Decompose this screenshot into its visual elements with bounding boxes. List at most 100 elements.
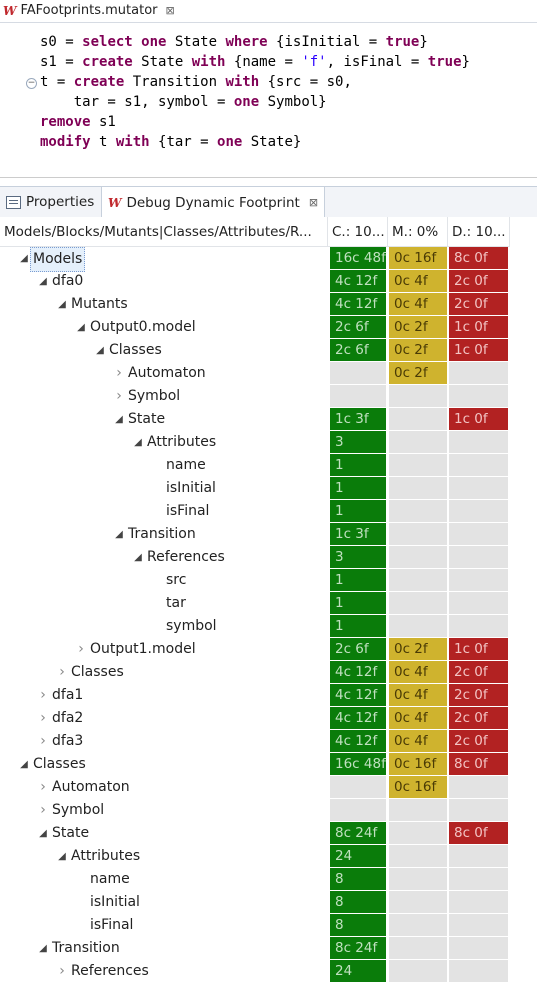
collapse-arrow-icon[interactable]: ◢ — [39, 276, 47, 287]
tab-debug-dynamic-footprint[interactable]: W Debug Dynamic Footprint ⊠ — [101, 187, 326, 218]
collapse-arrow-icon[interactable]: ◢ — [77, 322, 85, 333]
code-editor[interactable]: s0 = select one State where {isInitial =… — [0, 24, 537, 177]
expand-arrow-icon[interactable]: › — [78, 641, 84, 657]
metric-cell-m — [389, 914, 447, 936]
code-text: State} — [242, 134, 302, 150]
metric-cell-c: 8c 24f — [330, 822, 386, 844]
collapse-arrow-icon[interactable]: ◢ — [39, 828, 47, 839]
tree-item-label: dfa3 — [52, 733, 84, 749]
code-keyword: with — [225, 74, 260, 90]
tree-item-label: Models — [30, 247, 86, 272]
metric-cell-d — [449, 937, 508, 959]
code-keyword: where — [225, 34, 268, 50]
collapse-arrow-icon[interactable]: ◢ — [134, 437, 142, 448]
metric-cell-d — [449, 477, 508, 499]
expand-arrow-icon[interactable]: › — [40, 733, 46, 749]
collapse-arrow-icon[interactable]: ◢ — [134, 552, 142, 563]
close-icon[interactable]: ⊠ — [308, 196, 319, 209]
collapse-arrow-icon[interactable]: ◢ — [96, 345, 104, 356]
metric-cell-d: 2c 0f — [449, 270, 508, 292]
tree-item-label: dfa1 — [52, 687, 84, 703]
close-icon[interactable]: ⊠ — [165, 4, 175, 17]
metric-cell-c — [330, 776, 386, 798]
tree-item-label: Classes — [109, 342, 162, 358]
code-keyword: modify — [40, 134, 91, 150]
collapse-arrow-icon[interactable]: ◢ — [20, 253, 28, 264]
expand-arrow-icon[interactable]: › — [59, 664, 65, 680]
code-text: {name = — [225, 54, 302, 70]
column-header-name[interactable]: Models/Blocks/Mutants|Classes/Attributes… — [0, 217, 328, 247]
expand-arrow-icon[interactable]: › — [40, 710, 46, 726]
tree-item-label: Classes — [33, 756, 86, 772]
code-text: , isFinal = — [326, 54, 428, 70]
metric-cell-d — [449, 431, 508, 453]
metric-cell-m — [389, 615, 447, 637]
editor-tab[interactable]: W FAFootprints.mutator ⊠ — [0, 0, 537, 23]
metric-cell-m: 0c 2f — [389, 362, 447, 384]
collapse-arrow-icon[interactable]: ◢ — [58, 851, 66, 862]
column-header-m[interactable]: M.: 0% — [388, 217, 448, 247]
tree-item-label: Mutants — [71, 296, 128, 312]
expand-arrow-icon[interactable]: › — [116, 365, 122, 381]
collapse-arrow-icon[interactable]: ◢ — [39, 943, 47, 954]
collapse-arrow-icon[interactable]: ◢ — [115, 414, 123, 425]
collapse-arrow-icon[interactable]: ◢ — [58, 299, 66, 310]
table-row[interactable]: ›Symbol — [0, 385, 537, 408]
metric-cell-d: 2c 0f — [449, 707, 508, 729]
table-row[interactable]: ›Symbol — [0, 799, 537, 822]
expand-arrow-icon[interactable]: › — [59, 963, 65, 979]
expand-arrow-icon[interactable]: › — [40, 802, 46, 818]
collapse-arrow-icon[interactable]: ◢ — [115, 529, 123, 540]
tree-item-label: name — [166, 457, 206, 473]
tree-item-label: Transition — [128, 526, 196, 542]
metric-cell-m — [389, 500, 447, 522]
column-header-d[interactable]: D.: 10... — [448, 217, 510, 247]
table-row[interactable]: name 1 — [0, 454, 537, 477]
expand-arrow-icon[interactable]: › — [40, 779, 46, 795]
metric-cell-c: 1 — [330, 454, 386, 476]
code-text: {src = s0, — [259, 74, 352, 90]
metric-cell-c: 24 — [330, 845, 386, 867]
collapse-arrow-icon[interactable]: ◢ — [20, 759, 28, 770]
expand-arrow-icon[interactable]: › — [116, 388, 122, 404]
fold-collapse-icon[interactable]: − — [26, 78, 37, 89]
expand-arrow-icon[interactable]: › — [40, 687, 46, 703]
editor-tab-title: FAFootprints.mutator — [20, 3, 158, 18]
metric-cell-d: 1c 0f — [449, 339, 508, 361]
column-header-c[interactable]: C.: 10... — [328, 217, 388, 247]
tab-properties[interactable]: Properties — [6, 187, 94, 217]
metric-cell-d — [449, 799, 508, 821]
metric-cell-m — [389, 592, 447, 614]
metric-cell-d: 1c 0f — [449, 316, 508, 338]
metric-cell-m — [389, 523, 447, 545]
